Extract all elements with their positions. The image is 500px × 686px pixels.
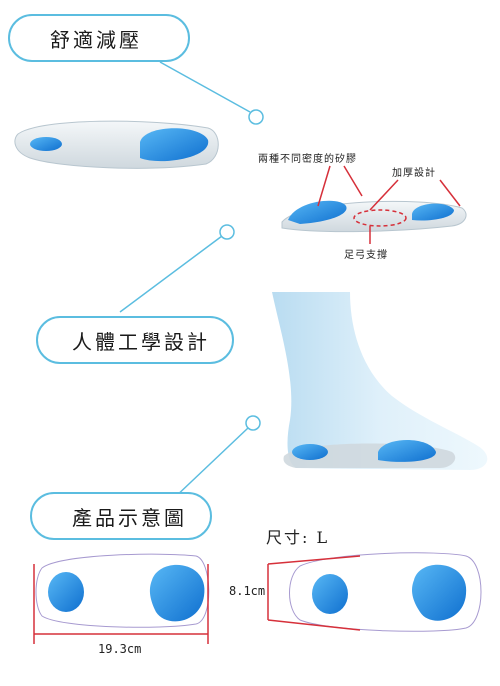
- connector-lines: [119, 61, 264, 501]
- label-comfort-text: 舒適減壓: [50, 27, 142, 52]
- insole-angle-view: [14, 120, 219, 169]
- label-diagram: 產品示意圖: [30, 492, 212, 540]
- label-comfort: 舒適減壓: [8, 14, 190, 62]
- label-ergonomic: 人體工學設計: [36, 316, 234, 364]
- insole-top-view-left: [35, 553, 210, 628]
- length-dimension: [33, 564, 209, 644]
- size-label: 尺寸: L: [266, 528, 330, 547]
- width-value: 8.1cm: [229, 584, 266, 598]
- insole-top-view-right: [289, 552, 482, 632]
- callout-lines: [317, 165, 461, 244]
- callout-arch-support: 足弓支撐: [344, 250, 388, 261]
- callout-thickened: 加厚設計: [392, 168, 436, 179]
- label-ergonomic-text: 人體工學設計: [72, 329, 210, 354]
- length-value: 19.3cm: [98, 642, 142, 656]
- width-dimension: [267, 555, 361, 631]
- foot-illustration: [272, 292, 488, 470]
- label-diagram-text: 產品示意圖: [72, 505, 187, 530]
- callout-density-gel: 兩種不同密度的矽膠: [258, 154, 357, 165]
- insole-side-view: [281, 200, 467, 233]
